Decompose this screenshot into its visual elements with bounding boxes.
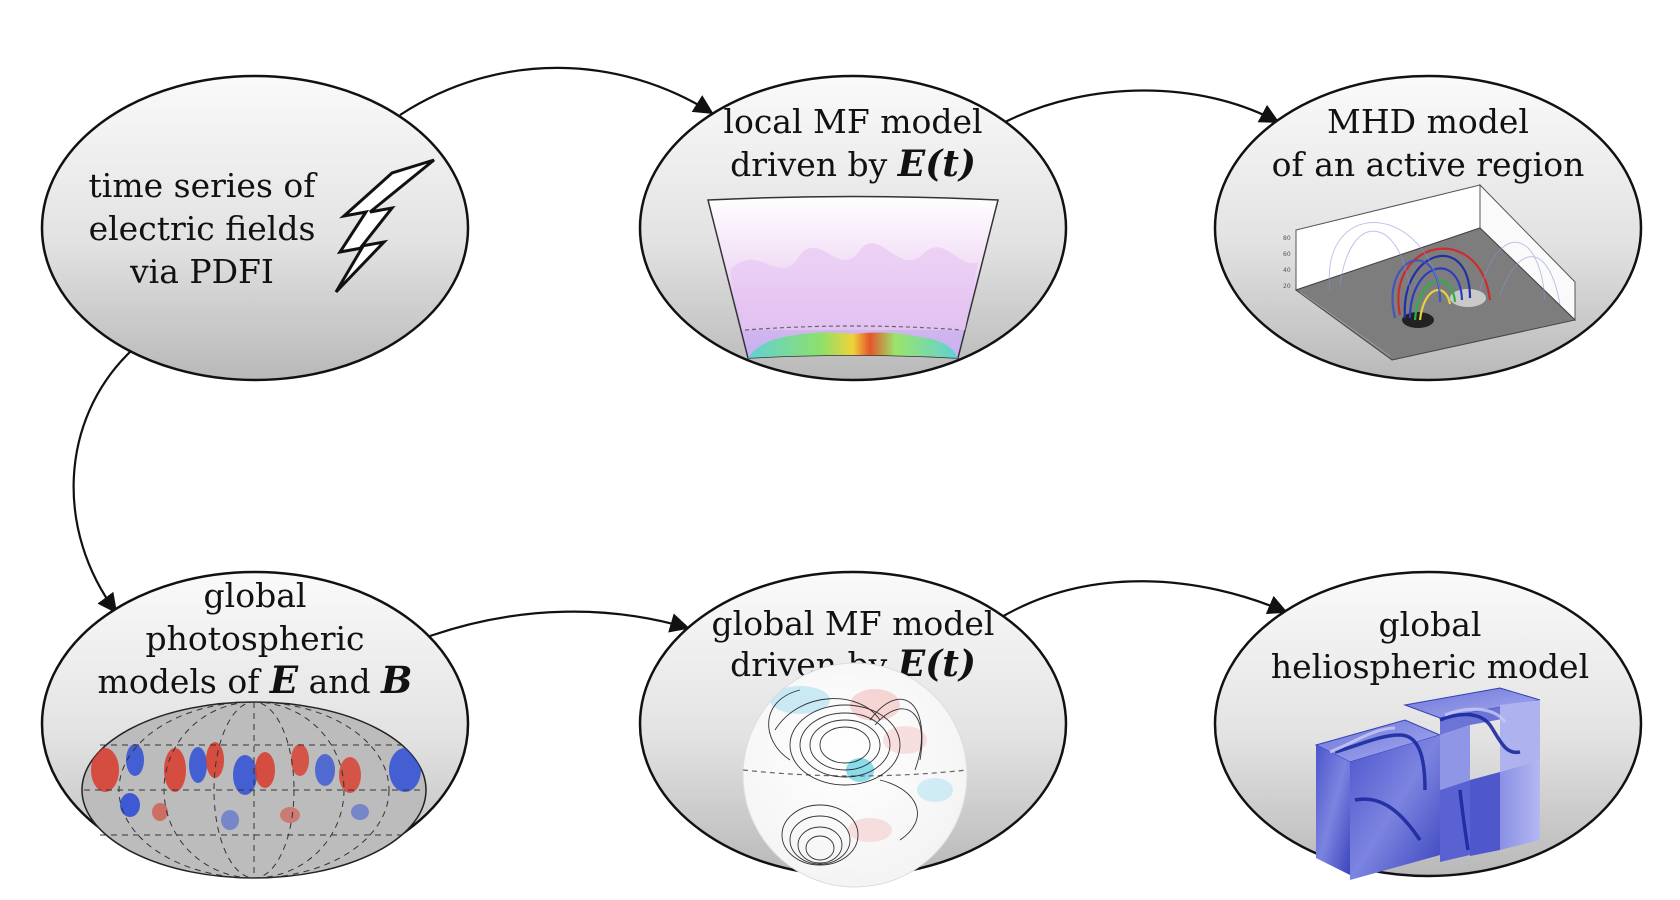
mhd-line-1: MHD model [1327,102,1529,141]
pdfi-line-3: via PDFI [129,252,274,291]
node-pdfi: time series of electric fields via PDFI [40,74,470,382]
global-mf-line-1: global MF model [712,604,995,643]
pdfi-line-1: time series of [89,166,319,205]
arrow-pdfi-to-local-mf [399,66,714,116]
photospheric-line-3-math-1: E [269,658,299,702]
local-mf-line-2-text: driven by [730,145,887,184]
node-mhd: MHD model of an active region [1213,74,1643,382]
photospheric-line-3-math-2: B [380,658,412,702]
local-mf-line-2-math: E(t) [897,143,976,185]
arrow-photospheric-to-global-mf [429,610,690,638]
svg-text:80: 80 [1283,235,1291,242]
arrow-global-mf-to-heliospheric [999,580,1288,619]
mhd-active-region-3d-plot: 80 60 40 20 [1283,183,1577,361]
svg-text:driven by E(t): driven by E(t) [730,143,976,185]
photospheric-line-3-text-1: models of [98,662,263,701]
photospheric-line-3-text-2: and [309,662,371,701]
lightning-bolt-icon [334,158,435,294]
photospheric-line-2: photospheric [145,619,364,658]
svg-text:models of E: models of E and B [98,658,413,702]
arrow-local-mf-to-mhd [1004,89,1280,123]
svg-text:20: 20 [1283,283,1291,290]
photospheric-line-1: global [204,576,307,615]
mhd-line-2: of an active region [1272,145,1585,184]
svg-text:60: 60 [1283,251,1291,258]
heliospheric-line-2: heliospheric model [1271,647,1589,686]
local-mf-simulation-image [707,195,999,359]
heliospheric-cutaway-cube-image [1314,687,1541,880]
node-global-mf: global MF model driven by E(t) [638,570,1068,888]
heliospheric-line-1: global [1379,605,1482,644]
photospheric-map-image [81,701,427,879]
arrows [72,66,1288,638]
arrow-pdfi-to-photospheric [72,351,131,614]
node-photospheric: global photospheric models of E and B [40,570,470,879]
node-local-mf: local MF model driven by E(t) [638,74,1068,382]
global-mf-sphere-image [742,662,968,888]
pdfi-line-2: electric fields [89,209,316,248]
svg-text:40: 40 [1283,267,1291,274]
node-heliospheric: global heliospheric model [1213,570,1643,880]
local-mf-line-1: local MF model [723,102,982,141]
